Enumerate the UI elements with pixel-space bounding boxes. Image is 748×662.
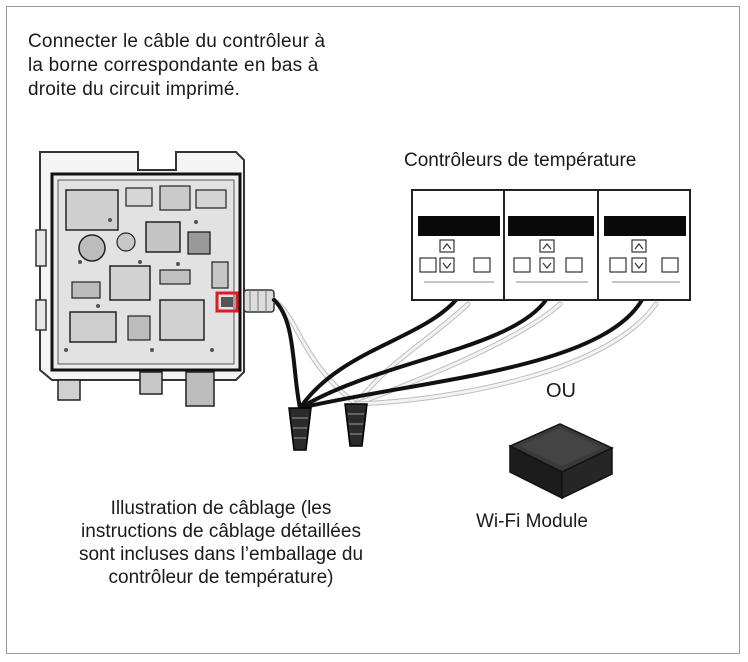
temperature-controller-icon bbox=[418, 216, 500, 283]
wiring-caption: Illustration de câblage (les instruction… bbox=[38, 497, 404, 589]
temperature-controller-icon bbox=[604, 216, 686, 283]
caption-line-1: Illustration de câblage (les bbox=[110, 498, 332, 519]
controllers-title: Contrôleurs de température bbox=[404, 150, 637, 171]
wires bbox=[271, 297, 659, 410]
wifi-module-label: Wi-Fi Module bbox=[476, 511, 588, 532]
wire-nut-icon bbox=[288, 407, 312, 451]
caption-line-2: instructions de câblage détaillées bbox=[81, 521, 361, 542]
wire-nut-icon bbox=[344, 403, 368, 447]
caption-line-4: contrôleur de température) bbox=[108, 567, 334, 588]
wifi-module-icon bbox=[508, 423, 614, 500]
intro-line-1: Connecter le câble du contrôleur à bbox=[28, 31, 326, 52]
intro-line-2: la borne correspondante en bas à bbox=[28, 55, 319, 76]
or-label: OU bbox=[546, 380, 576, 402]
cable-gland bbox=[243, 289, 275, 313]
circuit-board-icon bbox=[35, 151, 245, 407]
intro-line-3: droite du circuit imprimé. bbox=[28, 79, 241, 100]
temperature-controller-icon bbox=[508, 216, 594, 283]
caption-line-3: sont incluses dans l’emballage du bbox=[78, 544, 364, 565]
intro-text: Connecter le câble du contrôleur à la bo… bbox=[28, 30, 408, 102]
